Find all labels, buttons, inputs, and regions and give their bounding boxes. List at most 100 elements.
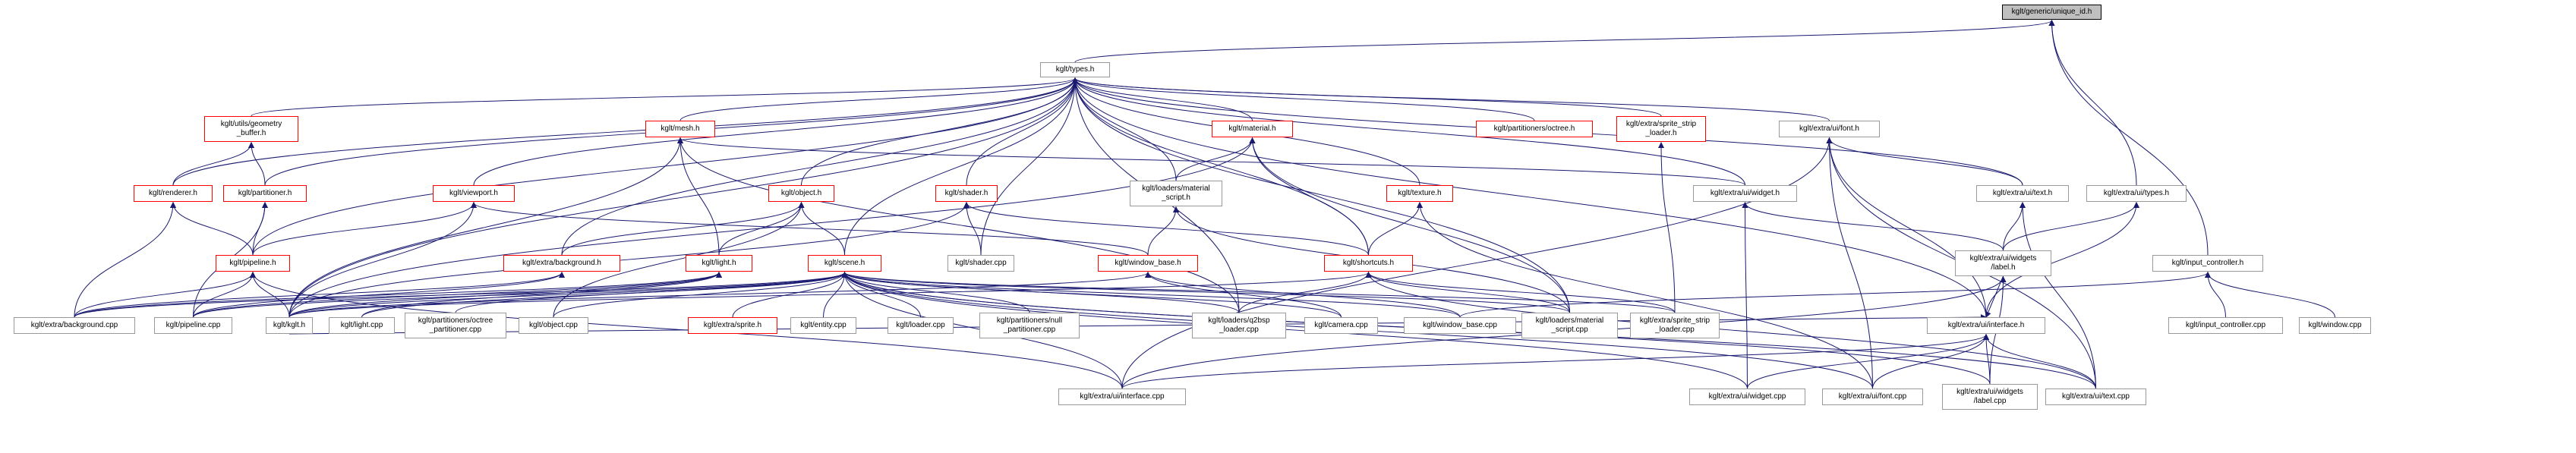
edge-loaders_mat_cpp-to-material <box>1249 137 1570 313</box>
graph-node-light-cpp[interactable]: kglt/light.cpp <box>329 317 395 334</box>
edge-shortcuts-to-shader <box>963 202 1369 256</box>
edge-ui_widget_h-to-mesh <box>677 137 1745 186</box>
edge-ui_label_h-to-ui_widget_h <box>1742 202 2004 251</box>
graph-node-ui-font[interactable]: kglt/extra/ui/font.h <box>1779 121 1880 137</box>
graph-node-ui-widget-cpp[interactable]: kglt/extra/ui/widget.cpp <box>1689 389 1805 405</box>
edge-renderer-to-types <box>172 77 1078 186</box>
edge-ui_label_h-to-ui_text_h <box>2003 202 2026 251</box>
graph-node-ui-widget-h[interactable]: kglt/extra/ui/widget.h <box>1693 185 1797 202</box>
edge-pipeline_h-to-renderer <box>170 202 254 256</box>
graph-node-ui-interface-cpp[interactable]: kglt/extra/ui/interface.cpp <box>1058 389 1186 405</box>
graph-node-viewport[interactable]: kglt/viewport.h <box>433 185 515 202</box>
edge-light_cpp-to-scene_h <box>361 272 848 318</box>
edge-kglt_h-to-light_h <box>288 272 722 318</box>
edge-ui_font_cpp-to-ui_interface_h <box>1872 334 1989 389</box>
graph-node-window-base-cpp[interactable]: kglt/window_base.cpp <box>1404 317 1516 334</box>
edge-extra_bg-to-types <box>561 77 1078 256</box>
graph-node-pipeline-cpp[interactable]: kglt/pipeline.cpp <box>154 317 232 334</box>
graph-node-material[interactable]: kglt/material.h <box>1212 121 1293 137</box>
graph-node-mesh[interactable]: kglt/mesh.h <box>645 121 715 137</box>
graph-node-sprite-strip-cpp[interactable]: kglt/extra/sprite_strip _loader.cpp <box>1630 313 1720 338</box>
edge-shader_cpp-to-types <box>980 77 1078 256</box>
graph-node-shader-cpp[interactable]: kglt/shader.cpp <box>947 255 1014 272</box>
edge-camera_cpp-to-scene_h <box>841 272 1342 318</box>
edge-ui_widget_cpp-to-ui_interface_h <box>1747 334 1989 389</box>
graph-node-scene-h[interactable]: kglt/scene.h <box>808 255 881 272</box>
edge-sprite_strip_cpp-to-scene_h <box>841 272 1676 313</box>
edge-q2bsp_cpp-to-shortcuts <box>1238 272 1372 313</box>
graph-node-unique-id: kglt/generic/unique_id.h <box>2002 5 2101 20</box>
edge-ui_widget_cpp-to-ui_widget_h <box>1742 202 1748 389</box>
graph-node-pipeline-h[interactable]: kglt/pipeline.h <box>216 255 290 272</box>
edge-pipeline_h-to-viewport <box>252 202 477 256</box>
graph-node-loaders-mat-h[interactable]: kglt/loaders/material _script.h <box>1130 181 1222 206</box>
edge-ui_types-to-unique_id <box>2048 20 2137 186</box>
edge-extra_bg_cpp-to-light_h <box>74 272 722 318</box>
graph-node-loader-cpp[interactable]: kglt/loader.cpp <box>888 317 954 334</box>
graph-node-ui-text-h[interactable]: kglt/extra/ui/text.h <box>1976 185 2069 202</box>
edge-q2bsp_cpp-to-mesh <box>677 137 1240 313</box>
edge-window_base_cpp-to-input_ctrl_h <box>1459 272 2211 318</box>
edge-loaders_mat_cpp-to-shortcuts <box>1365 272 1570 313</box>
edge-ui_widget_cpp-to-scene_h <box>841 272 1748 389</box>
graph-node-ui-types[interactable]: kglt/extra/ui/types.h <box>2086 185 2187 202</box>
graph-node-input-ctrl-h[interactable]: kglt/input_controller.h <box>2152 255 2263 272</box>
edge-pipeline_cpp-to-scene_h <box>193 272 848 318</box>
edge-shortcuts-to-material <box>1249 137 1369 256</box>
graph-node-light-h[interactable]: kglt/light.h <box>686 255 752 272</box>
edge-extra_bg_cpp-to-scene_h <box>74 272 848 318</box>
graph-node-renderer[interactable]: kglt/renderer.h <box>134 185 213 202</box>
edge-extra_bg_cpp-to-extra_bg <box>74 272 565 318</box>
graph-node-object[interactable]: kglt/object.h <box>768 185 834 202</box>
graph-node-null-part-cpp[interactable]: kglt/partitioners/null _partitioner.cpp <box>979 313 1080 338</box>
graph-node-ui-text-cpp[interactable]: kglt/extra/ui/text.cpp <box>2045 389 2146 405</box>
graph-node-extra-bg[interactable]: kglt/extra/background.h <box>503 255 620 272</box>
graph-node-ui-font-cpp[interactable]: kglt/extra/ui/font.cpp <box>1822 389 1923 405</box>
edge-kglt_h-to-scene_h <box>288 272 848 318</box>
graph-node-window-cpp[interactable]: kglt/window.cpp <box>2299 317 2371 334</box>
edge-sprite_h-to-scene_h <box>732 272 848 318</box>
graph-node-extra-bg-cpp[interactable]: kglt/extra/background.cpp <box>14 317 135 334</box>
graph-node-object-cpp[interactable]: kglt/object.cpp <box>519 317 588 334</box>
graph-node-sprite-strip[interactable]: kglt/extra/sprite_strip _loader.h <box>1616 116 1706 142</box>
graph-node-kglt-h[interactable]: kglt/kglt.h <box>266 317 313 334</box>
graph-node-types[interactable]: kglt/types.h <box>1040 62 1110 77</box>
edge-window_base_h-to-viewport <box>471 202 1149 256</box>
edge-ui_label_h-to-ui_interface_h <box>1985 275 2004 318</box>
graph-node-input-ctrl-cpp[interactable]: kglt/input_controller.cpp <box>2168 317 2283 334</box>
graph-node-loaders-mat-cpp[interactable]: kglt/loaders/material _script.cpp <box>1521 313 1618 338</box>
edge-window_base_cpp-to-window_base_h <box>1145 272 1461 318</box>
graph-node-shortcuts[interactable]: kglt/shortcuts.h <box>1324 255 1413 272</box>
graph-node-utils-geometry[interactable]: kglt/utils/geometry _buffer.h <box>204 116 298 142</box>
edge-kglt_h-to-pipeline_h <box>250 272 290 318</box>
graph-node-ui-interface-h[interactable]: kglt/extra/ui/interface.h <box>1927 317 2045 334</box>
graph-node-q2bsp-cpp[interactable]: kglt/loaders/q2bsp _loader.cpp <box>1192 313 1286 338</box>
edge-loaders_mat_h-to-types <box>1072 77 1177 181</box>
graph-node-camera-cpp[interactable]: kglt/camera.cpp <box>1304 317 1378 334</box>
graph-node-texture[interactable]: kglt/texture.h <box>1386 185 1453 202</box>
edge-ui_interface_h-to-types <box>1072 77 1987 318</box>
graph-node-sprite-h[interactable]: kglt/extra/sprite.h <box>688 317 777 334</box>
edge-ui_interface_cpp-to-ui_interface_h <box>1121 334 1989 389</box>
graph-node-octree-part-cpp[interactable]: kglt/partitioners/octree _partitioner.cp… <box>405 313 506 338</box>
edge-sprite_strip-to-types <box>1072 77 1662 117</box>
graph-node-window-base-h[interactable]: kglt/window_base.h <box>1098 255 1198 272</box>
edge-part_octree-to-types <box>1072 77 1535 121</box>
edge-camera_cpp-to-window_base_h <box>1145 272 1342 318</box>
edge-scene_h-to-object <box>798 202 845 256</box>
graph-node-entity-cpp[interactable]: kglt/entity.cpp <box>790 317 856 334</box>
edge-kglt_h-to-material <box>288 137 1256 318</box>
graph-node-ui-label-cpp[interactable]: kglt/extra/ui/widgets /label.cpp <box>1942 384 2038 410</box>
edge-object_cpp-to-scene_h <box>553 272 848 318</box>
edge-pipeline_h-to-types <box>252 77 1078 256</box>
edge-kglt_h-to-mesh <box>288 137 683 318</box>
edge-material-to-types <box>1072 77 1253 121</box>
edge-shortcuts-to-texture <box>1368 202 1423 256</box>
graph-node-partitioner[interactable]: kglt/partitioner.h <box>223 185 307 202</box>
edge-kglt_h-to-types <box>288 77 1078 318</box>
graph-node-ui-label-h[interactable]: kglt/extra/ui/widgets /label.h <box>1955 250 2051 276</box>
graph-node-shader[interactable]: kglt/shader.h <box>935 185 998 202</box>
graph-node-part-octree[interactable]: kglt/partitioners/octree.h <box>1476 121 1593 137</box>
